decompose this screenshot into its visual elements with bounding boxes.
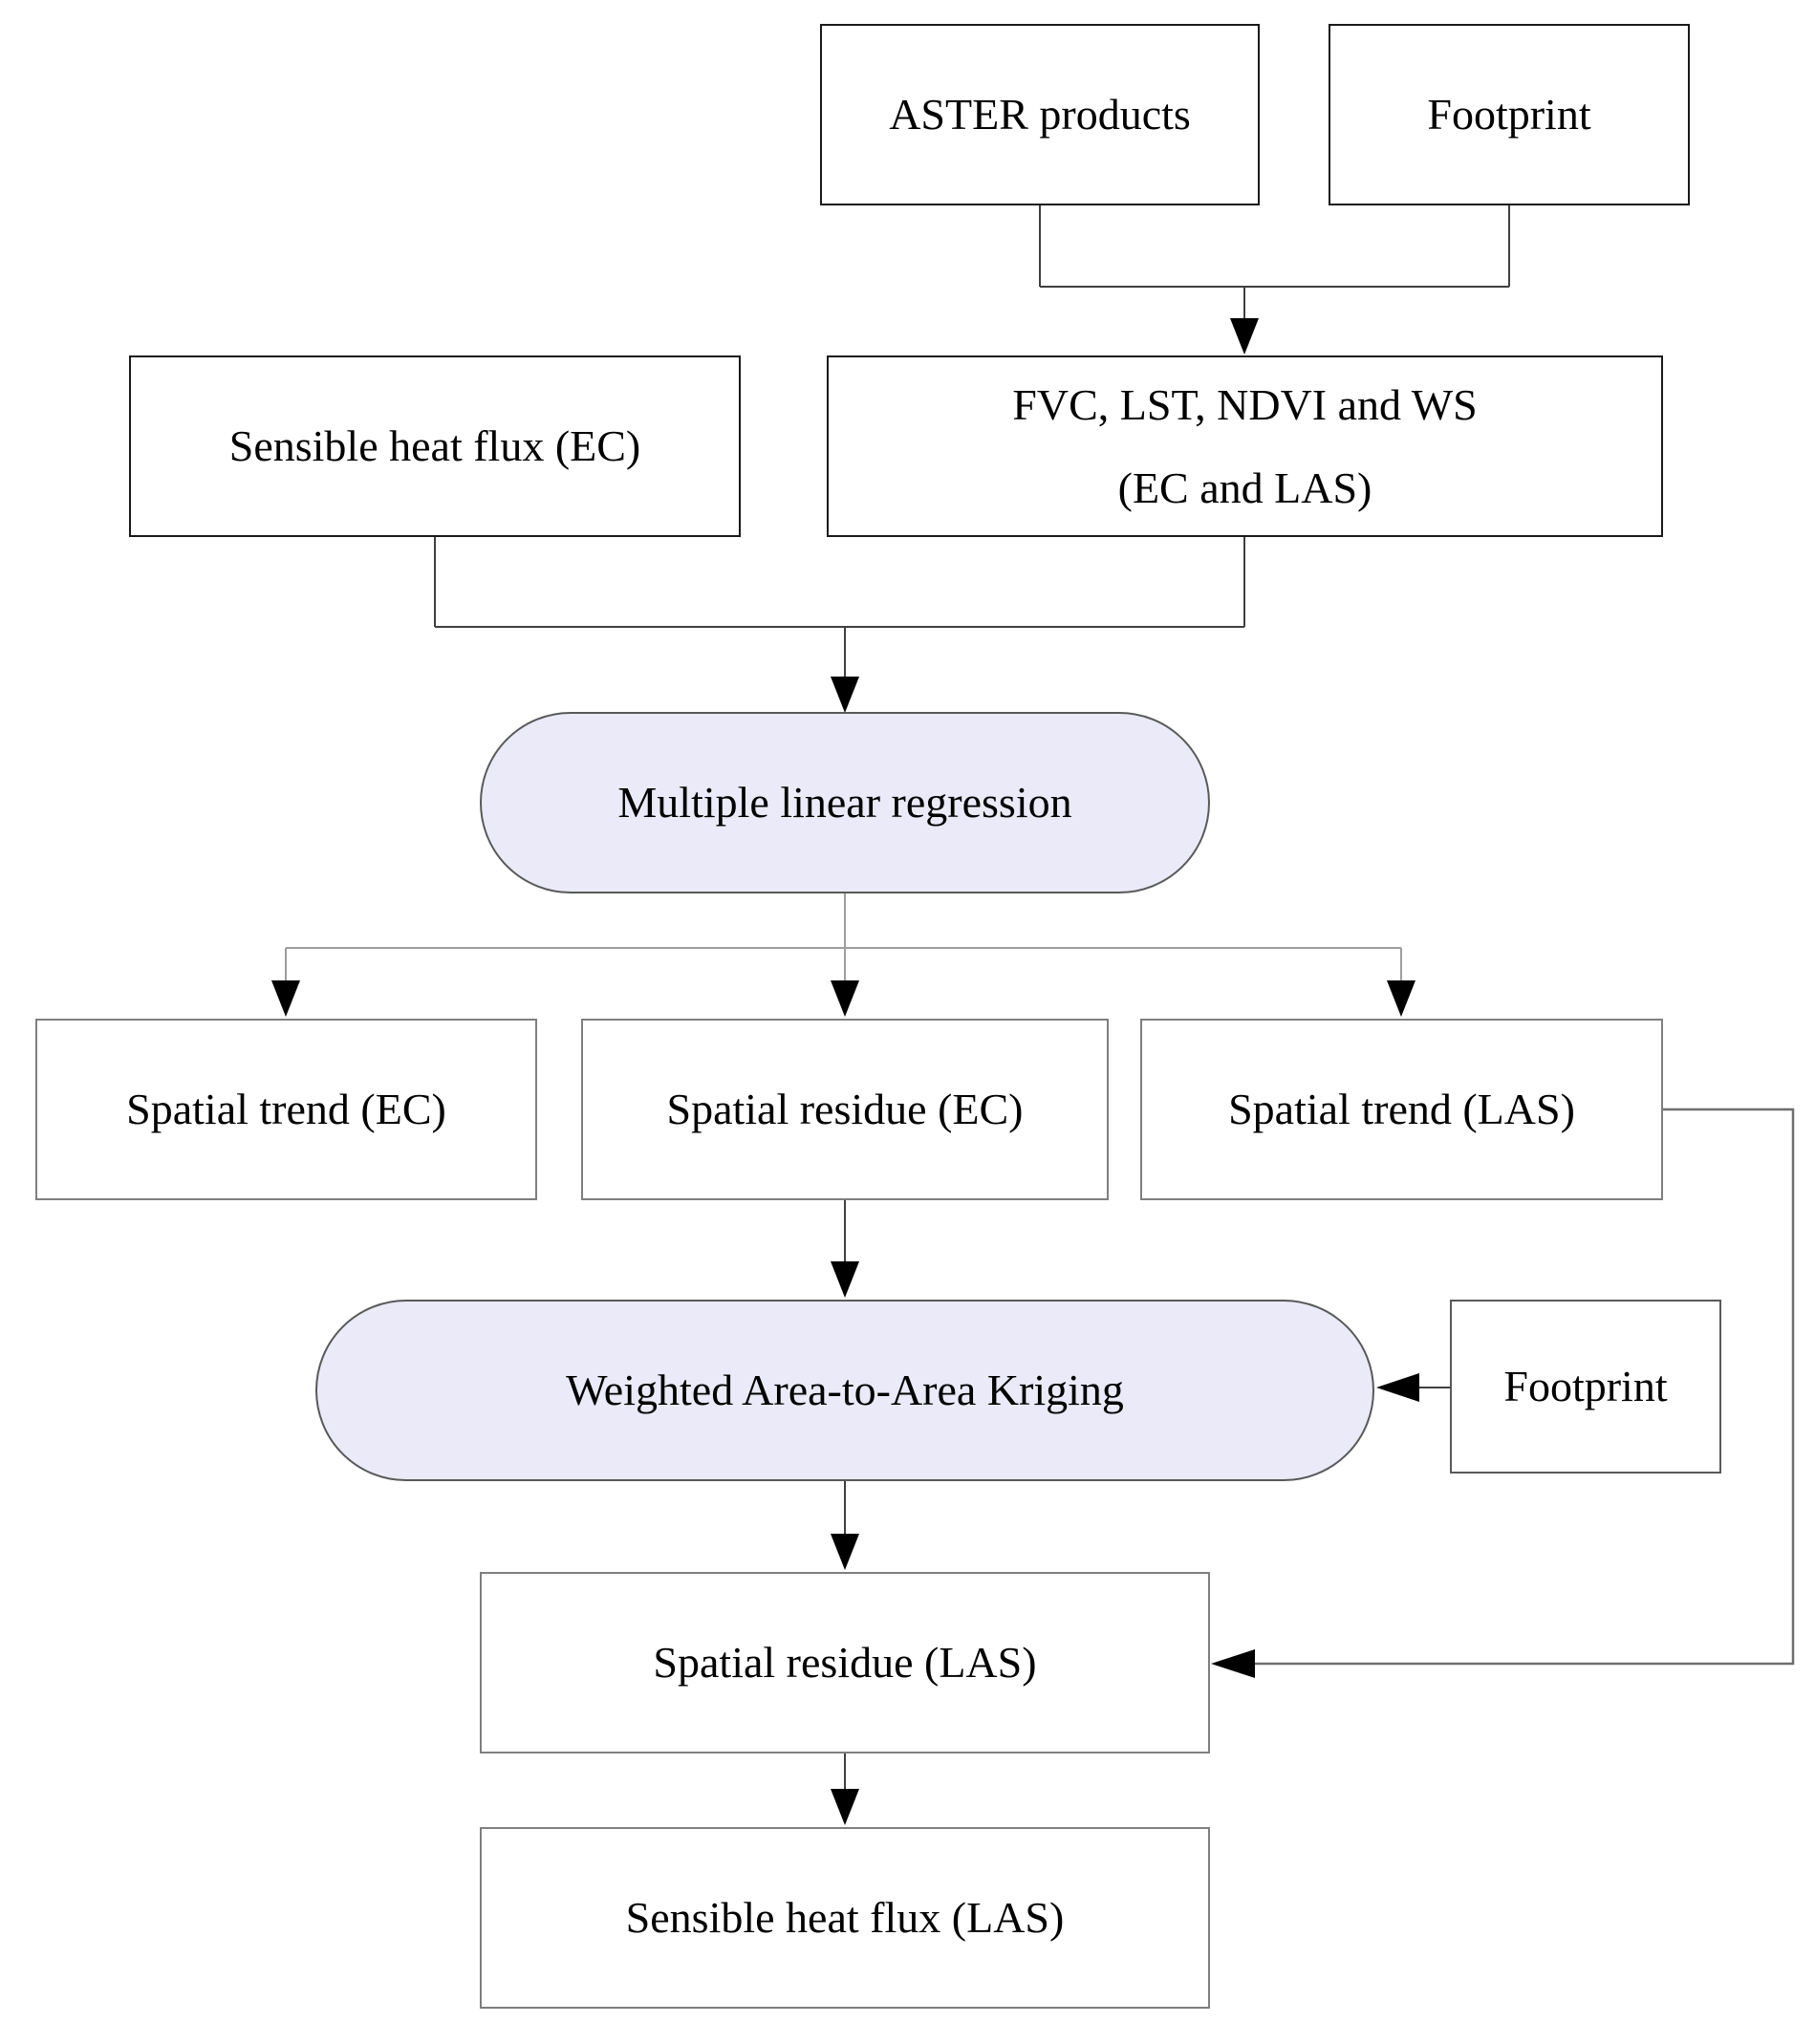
arrowhead-left-icon — [1211, 1649, 1255, 1678]
node-aster-products-label: ASTER products — [889, 90, 1191, 140]
node-aster-products: ASTER products — [820, 24, 1260, 205]
node-footprint-top: Footprint — [1329, 24, 1690, 205]
node-spatial-trend-las-label: Spatial trend (LAS) — [1228, 1085, 1575, 1134]
node-multiple-linear-regression-label: Multiple linear regression — [617, 778, 1072, 828]
arrowhead-down-icon — [831, 677, 859, 713]
node-multiple-linear-regression: Multiple linear regression — [480, 712, 1210, 893]
node-sensible-heat-flux-ec-label: Sensible heat flux (EC) — [228, 421, 641, 471]
node-aster-variables-label-line2: (EC and LAS) — [1117, 463, 1372, 512]
node-sensible-heat-flux-las-label: Sensible heat flux (LAS) — [625, 1893, 1065, 1943]
node-spatial-residue-ec: Spatial residue (EC) — [581, 1019, 1109, 1200]
node-sensible-heat-flux-las: Sensible heat flux (LAS) — [480, 1827, 1210, 2009]
connector-aster-footprint-to-variables — [1039, 205, 1510, 320]
node-spatial-residue-las-label: Spatial residue (LAS) — [653, 1638, 1037, 1688]
node-aster-variables: FVC, LST, NDVI and WS (EC and LAS) — [827, 355, 1663, 537]
node-spatial-residue-ec-label: Spatial residue (EC) — [666, 1085, 1024, 1134]
node-spatial-trend-ec-label: Spatial trend (EC) — [126, 1085, 446, 1134]
arrowhead-down-icon — [831, 1789, 859, 1825]
arrowhead-left-icon — [1376, 1373, 1419, 1402]
node-footprint-right: Footprint — [1450, 1300, 1721, 1474]
node-sensible-heat-flux-ec: Sensible heat flux (EC) — [129, 355, 741, 537]
arrowhead-down-icon — [831, 1261, 859, 1298]
node-spatial-residue-las: Spatial residue (LAS) — [480, 1572, 1210, 1754]
arrowhead-down-icon — [271, 980, 300, 1017]
arrowhead-down-icon — [831, 980, 859, 1017]
connector-regression-split — [285, 893, 1402, 982]
arrowhead-down-icon — [1387, 980, 1415, 1017]
connector-inputs-to-regression — [434, 537, 1245, 678]
node-spatial-trend-ec: Spatial trend (EC) — [35, 1019, 537, 1200]
node-footprint-right-label: Footprint — [1503, 1362, 1668, 1411]
arrowhead-down-icon — [831, 1534, 859, 1570]
arrowhead-down-icon — [1230, 318, 1259, 355]
node-weighted-area-to-area-kriging: Weighted Area-to-Area Kriging — [315, 1300, 1374, 1481]
node-aster-variables-label-line1: FVC, LST, NDVI and WS — [1012, 379, 1478, 429]
node-spatial-trend-las: Spatial trend (LAS) — [1140, 1019, 1663, 1200]
node-weighted-area-to-area-kriging-label: Weighted Area-to-Area Kriging — [566, 1366, 1124, 1415]
node-footprint-top-label: Footprint — [1427, 90, 1591, 140]
